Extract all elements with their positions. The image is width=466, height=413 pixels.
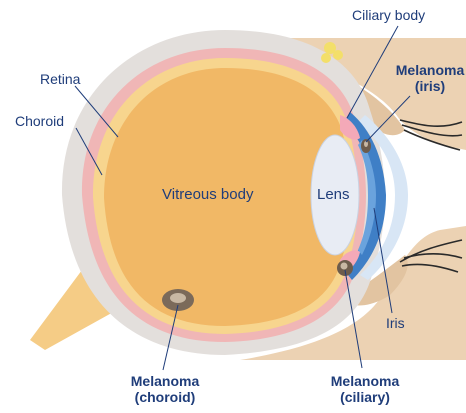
- label-melanoma-ciliary: Melanoma (ciliary): [320, 373, 410, 405]
- label-melanoma-ciliary-line2: (ciliary): [320, 389, 410, 405]
- label-vitreous-body: Vitreous body: [162, 186, 253, 203]
- label-choroid: Choroid: [15, 113, 64, 129]
- label-melanoma-iris-line2: (iris): [394, 78, 466, 94]
- label-melanoma-ciliary-line1: Melanoma: [320, 373, 410, 389]
- label-iris: Iris: [386, 315, 405, 331]
- label-ciliary-body: Ciliary body: [352, 7, 425, 23]
- label-lens: Lens: [317, 186, 350, 203]
- melanoma-choroid-tumor: [162, 289, 194, 311]
- label-melanoma-choroid-line1: Melanoma: [120, 373, 210, 389]
- melanoma-ciliary-tumor: [337, 260, 353, 276]
- label-retina: Retina: [40, 71, 80, 87]
- melanoma-iris-tumor: [361, 139, 371, 153]
- label-melanoma-iris-line1: Melanoma: [394, 62, 466, 78]
- label-melanoma-choroid: Melanoma (choroid): [120, 373, 210, 405]
- label-melanoma-iris: Melanoma (iris): [394, 62, 466, 94]
- label-melanoma-choroid-line2: (choroid): [120, 389, 210, 405]
